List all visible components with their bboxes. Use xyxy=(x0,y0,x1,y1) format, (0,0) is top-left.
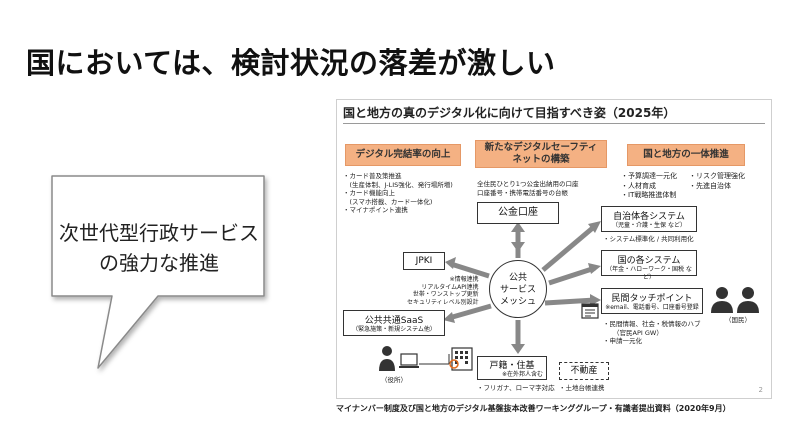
arrow-to-saas xyxy=(448,303,492,321)
header-digital-completion: デジタル完結率の向上 xyxy=(345,144,461,166)
koseki-note: ・フリガナ、ローマ字対応 xyxy=(477,384,555,392)
office-link-line xyxy=(419,354,450,365)
title-divider xyxy=(343,123,765,124)
minkan-notes: ・民間情報、社会・税情報のハブ （官民API GW） ・申請一元化 xyxy=(603,320,701,345)
callout-text: 次世代型行政サービス の強力な推進 xyxy=(50,218,268,278)
right-notes-col2: ・リスク管理強化 ・先進自治体 xyxy=(689,172,745,190)
speech-bubble-shape xyxy=(51,175,265,369)
callout-line-2: の強力な推進 xyxy=(99,251,219,275)
building-icon xyxy=(449,347,473,371)
source-caption: マイナンバー制度及び国と地方のデジタル基盤抜本改善ワーキンググループ・有識者提出… xyxy=(336,404,731,413)
arrow-to-jpki xyxy=(450,261,490,279)
jichitai-box: 自治体各システム （児童・介護・生保 など） xyxy=(601,206,697,232)
embedded-diagram: 国と地方の真のデジタル化に向けて目指すべき姿（2025年） xyxy=(336,99,772,399)
header-digital-safety-net: 新たなデジタルセーフティ ネットの構築 xyxy=(475,140,607,168)
kuni-box: 国の各システム （年金・ハローワーク・国税 など） xyxy=(601,250,697,281)
right-notes-col1: ・予算調達一元化 ・人材育成 ・IT戦略推進体制 xyxy=(621,172,677,199)
yakuba-label: （役所） xyxy=(381,376,407,384)
left-notes: ・カード普及策推進 (生産体制、J-LIS強化、発行場所増) ・カード機能向上 … xyxy=(343,172,453,214)
fudousan-box: 不動産 xyxy=(559,362,609,380)
callout-line-1: 次世代型行政サービス xyxy=(59,221,259,245)
arrow-to-jichitai xyxy=(541,224,597,272)
jpki-box: JPKI xyxy=(403,252,445,270)
figure-page-number: 2 xyxy=(758,386,763,394)
header-national-local-integration: 国と地方の一体推進 xyxy=(627,144,745,166)
slide-title: 国においては、検討状況の落差が激しい xyxy=(26,46,556,80)
citizens-label: （国民） xyxy=(725,316,751,324)
koukin-box: 公金口座 xyxy=(477,202,559,224)
arrow-to-minkan xyxy=(544,297,596,306)
minkan-box: 民間タッチポイント ※email、電話番号、口座番号登録 xyxy=(601,288,703,314)
jpki-notes: ※情報連携 リアルタイムAPI連携 世帯・ワンストップ更新 セキュリティレベル別… xyxy=(407,276,479,306)
fudousan-note: ・土地台帳連携 xyxy=(559,384,605,392)
citizens-icon xyxy=(711,287,759,313)
terminal-icon xyxy=(581,303,599,319)
figure-title: 国と地方の真のデジタル化に向けて目指すべき姿（2025年） xyxy=(343,106,676,120)
connector-arrows xyxy=(443,221,601,354)
system-standardization-note: ・システム標準化 / 共同利用化 xyxy=(603,235,694,243)
arrow-to-kuni xyxy=(548,265,596,286)
koseki-box: 戸籍・住基 ※在外邦人含む xyxy=(477,356,547,380)
saas-box: 公共共通SaaS （緊急施策・新規システム他） xyxy=(343,310,445,336)
center-notes: 全住民ひとり1つ公金出納用の口座 口座番号・携帯電話番号の台帳 xyxy=(477,180,579,197)
public-service-mesh-hub: 公共 サービス メッシュ xyxy=(489,260,547,318)
government-staff-icon xyxy=(379,346,419,371)
